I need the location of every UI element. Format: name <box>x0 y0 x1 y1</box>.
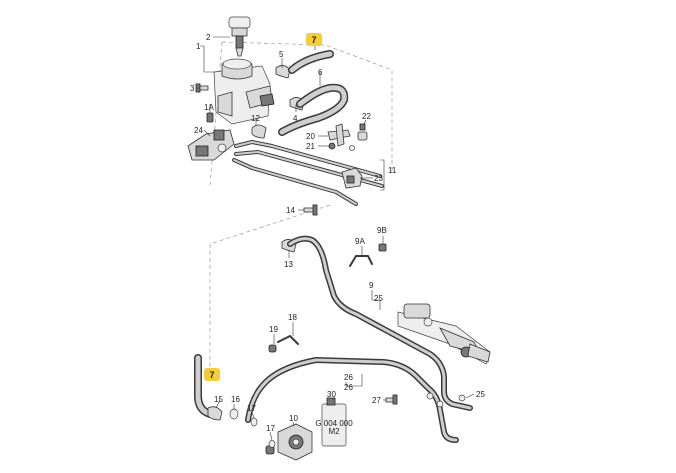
pipe-18 <box>277 335 299 345</box>
callout-2: 2 <box>206 33 211 42</box>
callout-30: 30 <box>327 390 336 399</box>
callout-9: 9 <box>369 281 374 290</box>
sensor-1a <box>206 112 214 123</box>
fluid-can-label-line2: M2 <box>328 427 340 436</box>
callout-6: 6 <box>318 68 323 77</box>
callout-14: 14 <box>286 206 295 215</box>
seal-16 <box>229 408 239 420</box>
callout-17-b: 17 <box>266 424 275 433</box>
callout-24: 24 <box>194 126 203 135</box>
hose-7-bottom <box>194 354 214 418</box>
callout-1: 1 <box>196 42 201 51</box>
callout-21: 21 <box>306 142 315 151</box>
hose-clamp-5 <box>275 65 291 79</box>
callout-13: 13 <box>284 260 293 269</box>
power-steering-pump-10 <box>265 423 313 461</box>
callout-11: 11 <box>388 166 397 175</box>
cooler-pipe-11 <box>232 140 384 206</box>
callout-26-b: 26 <box>344 383 353 392</box>
return-hose-6 <box>278 83 349 136</box>
callout-17-a: 17 <box>247 404 256 413</box>
pipe-9b <box>378 243 387 252</box>
pipe-9a <box>349 255 373 267</box>
callout-1a: 1A <box>204 103 214 112</box>
callout-25-top: 25 <box>374 294 383 303</box>
highlight-callout-7-bottom: 7 <box>204 368 220 381</box>
callout-3: 3 <box>190 84 195 93</box>
callout-23: 23 <box>374 174 383 183</box>
bolt-27 <box>385 394 398 405</box>
steering-rack <box>397 303 491 365</box>
nut-22 <box>357 123 368 141</box>
bolt-14 <box>303 204 318 216</box>
fluid-reservoir <box>213 58 275 125</box>
clamp-19 <box>268 344 277 353</box>
pressure-line-9 <box>287 235 473 411</box>
reservoir-cap <box>228 16 251 57</box>
callout-10: 10 <box>289 414 298 423</box>
seal-17b <box>268 440 276 448</box>
clamp-15 <box>207 406 223 421</box>
callout-16: 16 <box>231 395 240 404</box>
callout-7-top: 7 <box>311 35 316 45</box>
callout-19: 19 <box>269 325 278 334</box>
hose-7-top <box>288 50 334 74</box>
highlight-badge-top <box>306 33 322 46</box>
callout-7-bottom: 7 <box>209 370 214 380</box>
highlight-callout-7-top: 7 <box>306 33 322 46</box>
callout-20: 20 <box>306 132 315 141</box>
bracket-23 <box>341 167 363 189</box>
assembly-boundary <box>209 41 393 370</box>
return-line-26 <box>245 357 459 443</box>
bracket-clip-20-21 <box>327 123 355 151</box>
callout-9b: 9B <box>377 226 387 235</box>
hose-clamp-12 <box>251 124 267 139</box>
callout-15: 15 <box>214 395 223 404</box>
o-rings-25 <box>426 392 466 408</box>
callout-9a: 9A <box>355 237 365 246</box>
callout-labels: 1 2 3 1A 24 5 6 4 12 20 21 22 11 23 14 1… <box>190 33 485 433</box>
seal-17a <box>250 417 258 427</box>
pressure-switch-24 <box>187 129 235 161</box>
callout-18: 18 <box>288 313 297 322</box>
fluid-can-30: G 004 000 M2 <box>315 397 353 447</box>
callout-12: 12 <box>251 114 260 123</box>
highlight-badge-bottom <box>204 368 220 381</box>
callout-26-a: 26 <box>344 373 353 382</box>
callout-27: 27 <box>372 396 381 405</box>
callout-4: 4 <box>293 114 298 123</box>
callout-25-bottom: 25 <box>476 390 485 399</box>
callout-22: 22 <box>362 112 371 121</box>
callout-5: 5 <box>279 50 284 59</box>
leader-lines <box>197 36 475 441</box>
fluid-can-label-line1: G 004 000 <box>315 419 353 428</box>
